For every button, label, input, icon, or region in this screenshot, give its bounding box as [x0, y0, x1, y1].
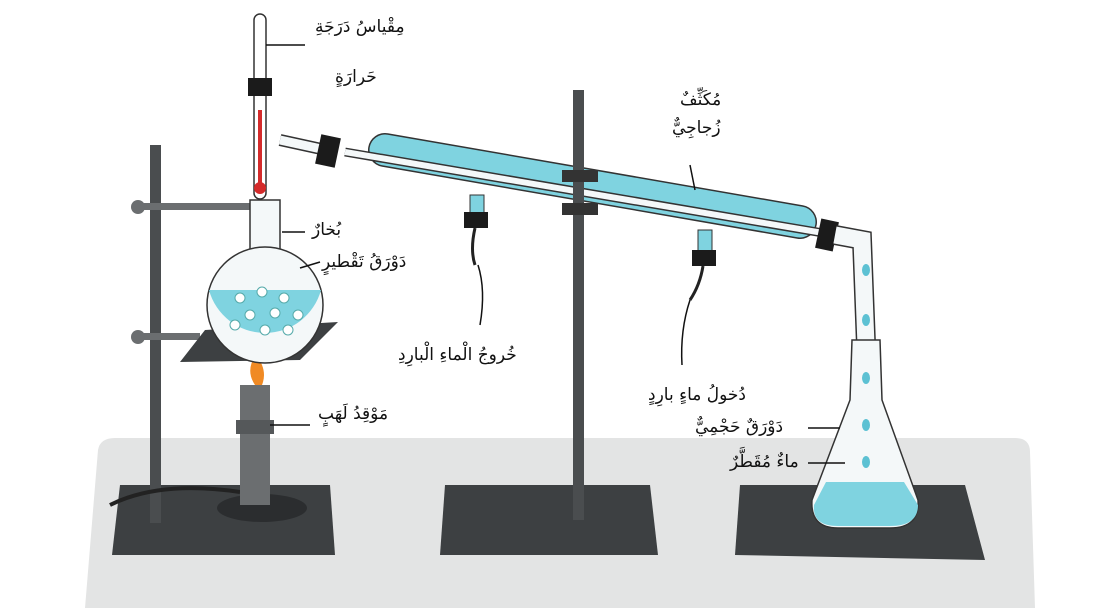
outlet-hose: [471, 227, 477, 266]
label-thermometer-1: مِقْياسُ دَرَجَةِ: [315, 17, 405, 37]
label-volumetric-flask: دَوْرَقٌ حَجْمِيٌّ: [695, 417, 784, 437]
thermometer-stopper: [248, 78, 272, 96]
label-vapor: بُخارٌ: [312, 220, 342, 240]
gas-hose: [109, 486, 241, 507]
clamp-arm-bottom: [140, 333, 200, 340]
label-condenser-2: زُجاجِيٌّ: [672, 118, 721, 138]
volumetric-flask: [811, 339, 919, 529]
label-condenser-1: مُكَثِّفٌ: [680, 90, 722, 110]
label-distillation-flask: دَوْرَقُ تَقْطيرٍ: [322, 252, 407, 272]
side-arm-stopper: [315, 134, 341, 168]
label-water-out: خُروجُ الْماءِ الْبارِدِ: [398, 345, 517, 365]
clamp-screw-top: [131, 200, 145, 214]
left-stand-base: [112, 485, 335, 555]
drops: [862, 264, 870, 468]
condenser-end-stopper: [815, 218, 839, 252]
label-thermometer-2: حَرارَةٍ: [335, 67, 377, 87]
water-inlet-port: [697, 229, 713, 253]
label-burner: مَوْقِدُ لَهَبٍ: [318, 404, 389, 424]
label-water-in: دُخولُ ماءٍ بارِدٍ: [648, 385, 746, 405]
inlet-hose: [688, 265, 705, 301]
label-distilled-water: ماءٌ مُقَطَّرٌ: [730, 452, 799, 472]
thermometer: [253, 13, 267, 200]
distilled-water-level: [813, 482, 918, 526]
middle-stand-base: [440, 485, 658, 555]
clamp-screw-bottom: [131, 330, 145, 344]
burner-tube: [240, 385, 270, 505]
burner-base: [217, 494, 307, 522]
middle-stand-rod: [573, 90, 584, 520]
condenser-clamp: [562, 170, 598, 182]
clamp-arm-top: [140, 203, 260, 210]
